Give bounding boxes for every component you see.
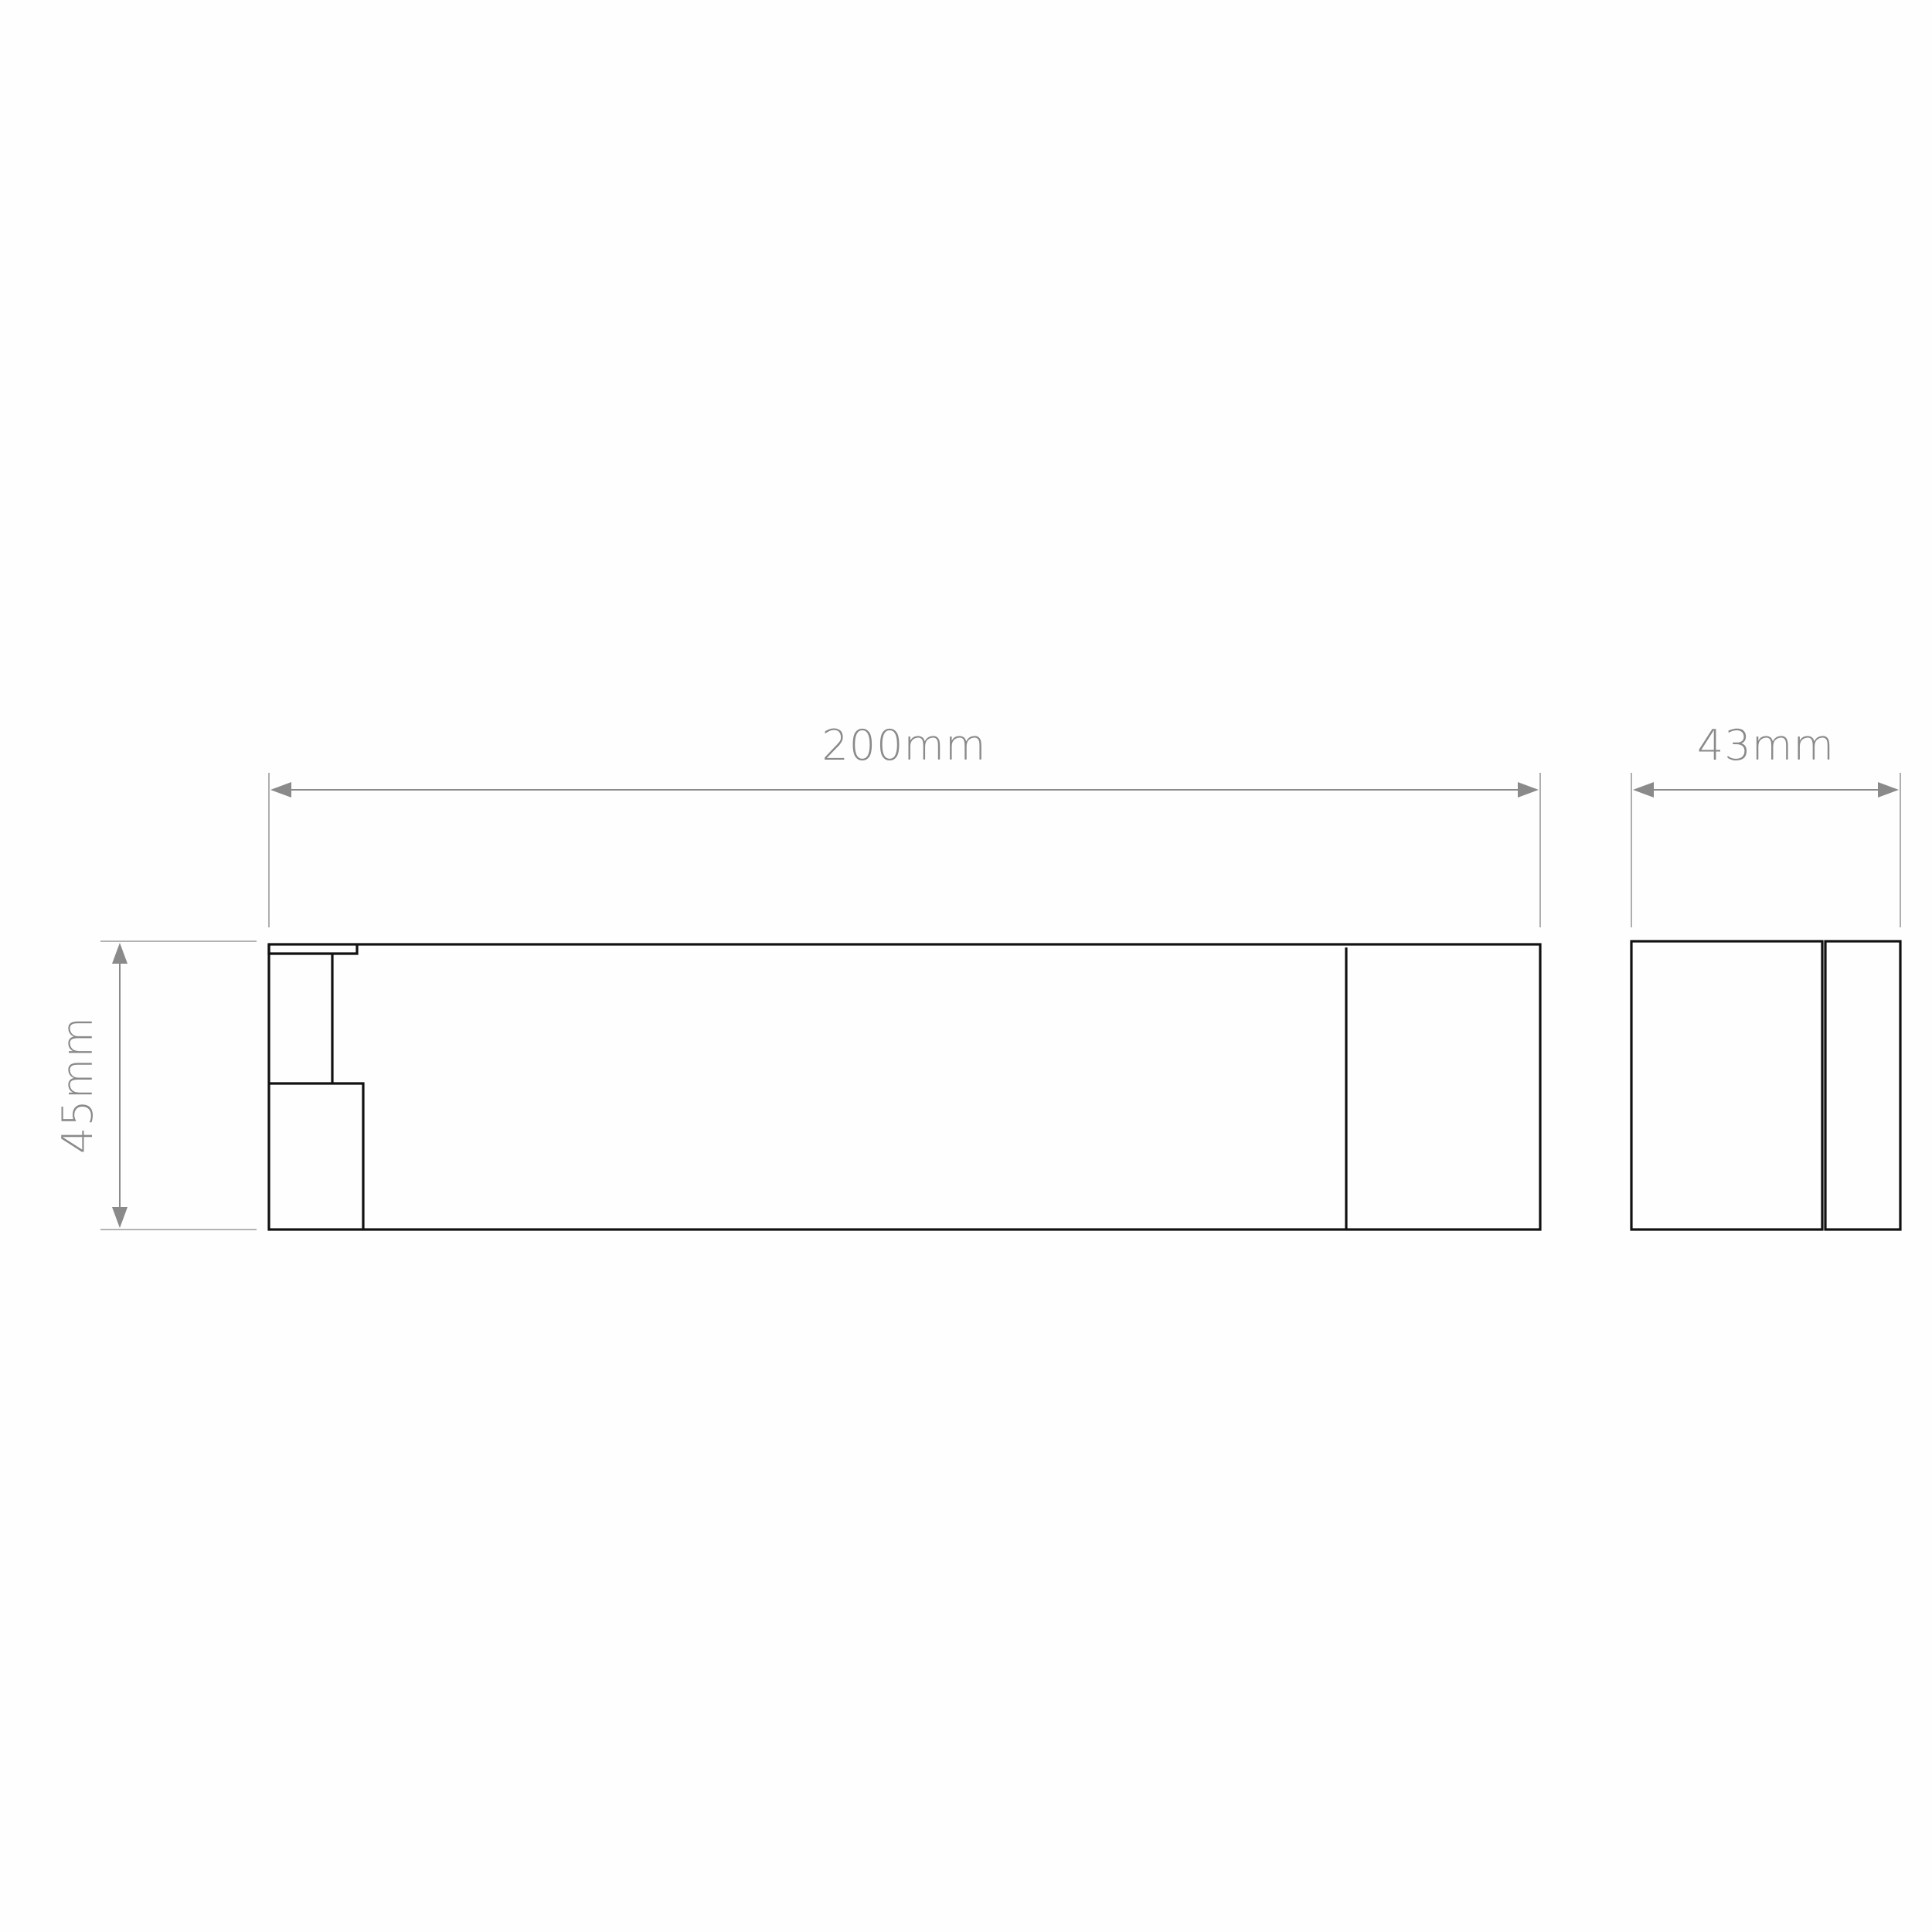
height-label: 45mm <box>53 1016 102 1154</box>
width-arrow-left <box>1633 782 1654 798</box>
front-view <box>267 943 1542 1231</box>
front-view-top-tab <box>267 944 359 955</box>
length-arrow-left <box>270 782 291 798</box>
height-arrow-top <box>112 943 128 964</box>
end-view-right-panel <box>1824 940 1902 1231</box>
front-view-lower-left-block <box>269 1082 365 1230</box>
end-view <box>1630 940 1902 1231</box>
length-label: 200mm <box>821 721 986 770</box>
width-label: 43mm <box>1697 721 1835 770</box>
front-view-body <box>267 943 1542 1231</box>
width-arrow-right <box>1878 782 1899 798</box>
height-arrow-bottom <box>112 1207 128 1228</box>
height-dimension: 45mm <box>53 940 257 1230</box>
length-dimension: 200mm <box>268 721 1541 927</box>
end-view-left-panel <box>1630 940 1824 1231</box>
length-arrow-right <box>1518 782 1539 798</box>
width-dimension: 43mm <box>1631 721 1901 927</box>
